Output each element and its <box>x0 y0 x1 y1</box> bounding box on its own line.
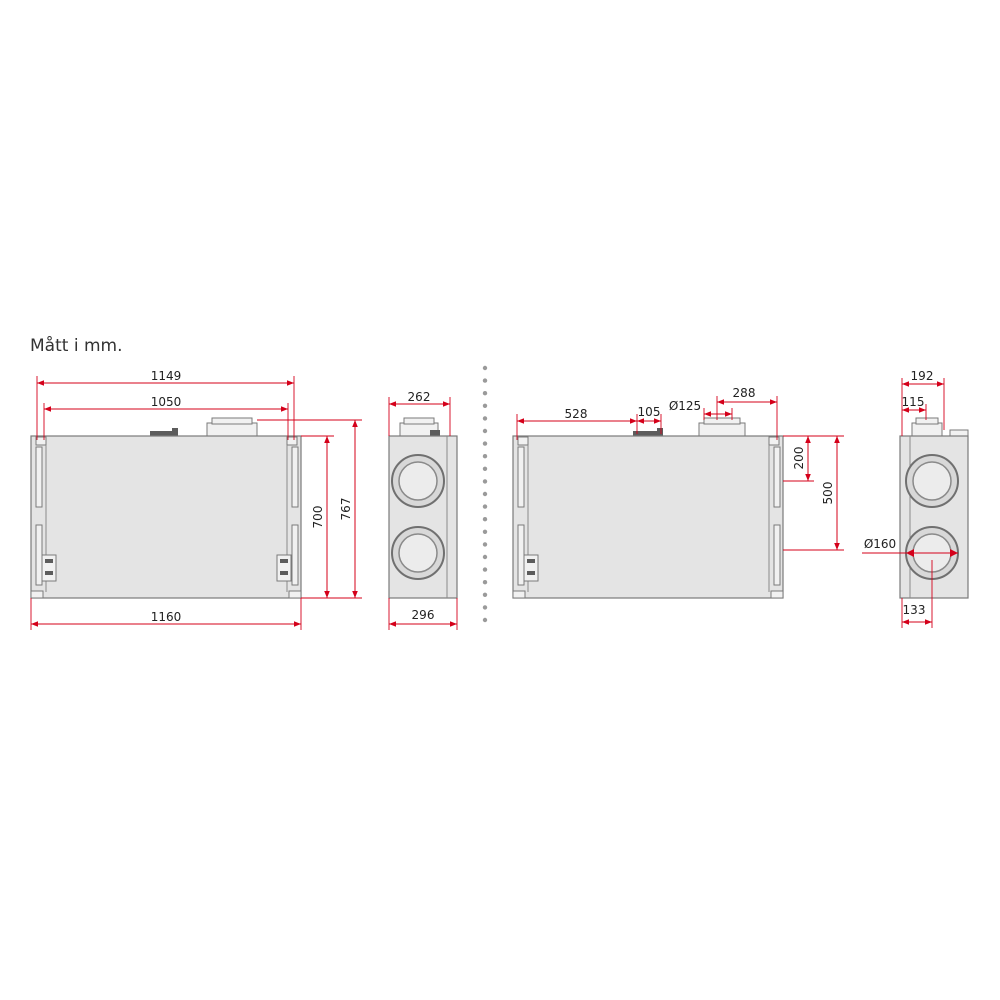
separator-dot <box>482 441 488 446</box>
front-top-fitting <box>150 431 176 436</box>
front-view <box>30 417 302 599</box>
separator-dot <box>482 592 488 597</box>
view-separator <box>482 365 488 623</box>
separator-dot <box>482 403 488 408</box>
front-latch-right <box>276 554 292 582</box>
side-view <box>388 417 458 599</box>
rear-unit-body <box>512 435 784 599</box>
label-d125: Ø125 <box>669 399 701 413</box>
dimension-lines <box>31 380 958 627</box>
separator-dot <box>482 428 488 434</box>
label-1149: 1149 <box>151 369 182 383</box>
separator-dot <box>482 517 488 522</box>
rear-latch <box>523 554 539 582</box>
separator-dot <box>482 617 488 623</box>
label-700: 700 <box>311 506 325 529</box>
extension-lines <box>30 376 945 630</box>
label-1050: 1050 <box>151 395 182 409</box>
front-latch-left <box>41 554 57 582</box>
rear-top-duct <box>698 422 746 438</box>
label-133: 133 <box>903 603 926 617</box>
separator-dot <box>482 529 488 534</box>
label-105: 105 <box>638 405 661 419</box>
separator-dot <box>482 504 488 509</box>
separator-dot <box>482 554 488 560</box>
units-caption: Mått i mm. <box>30 336 123 356</box>
separator-dot <box>482 466 488 471</box>
end-view <box>899 417 969 599</box>
separator-dot <box>482 605 488 610</box>
label-1160: 1160 <box>151 610 182 624</box>
separator-dot <box>482 542 488 547</box>
separator-dot <box>482 416 488 421</box>
front-top-duct <box>206 422 258 438</box>
separator-dot <box>482 391 488 396</box>
separator-dot <box>482 479 488 484</box>
label-296: 296 <box>412 608 435 622</box>
front-unit-body <box>30 435 302 599</box>
label-262: 262 <box>408 390 431 404</box>
separator-dot <box>482 378 488 383</box>
label-500: 500 <box>821 482 835 505</box>
label-d160: Ø160 <box>864 537 896 551</box>
separator-dot <box>482 491 488 497</box>
dimension-labels: 1149 1050 1160 700 767 262 296 528 105 Ø… <box>151 369 934 624</box>
separator-dot <box>482 567 488 572</box>
end-top-duct <box>911 422 943 438</box>
label-200: 200 <box>792 447 806 470</box>
rear-view <box>512 417 784 599</box>
separator-dot <box>482 365 488 371</box>
label-528: 528 <box>565 407 588 421</box>
separator-dot <box>482 580 488 585</box>
label-192: 192 <box>911 369 934 383</box>
label-288: 288 <box>733 386 756 400</box>
label-115: 115 <box>902 395 925 409</box>
separator-dot <box>482 454 488 459</box>
label-767: 767 <box>339 498 353 521</box>
